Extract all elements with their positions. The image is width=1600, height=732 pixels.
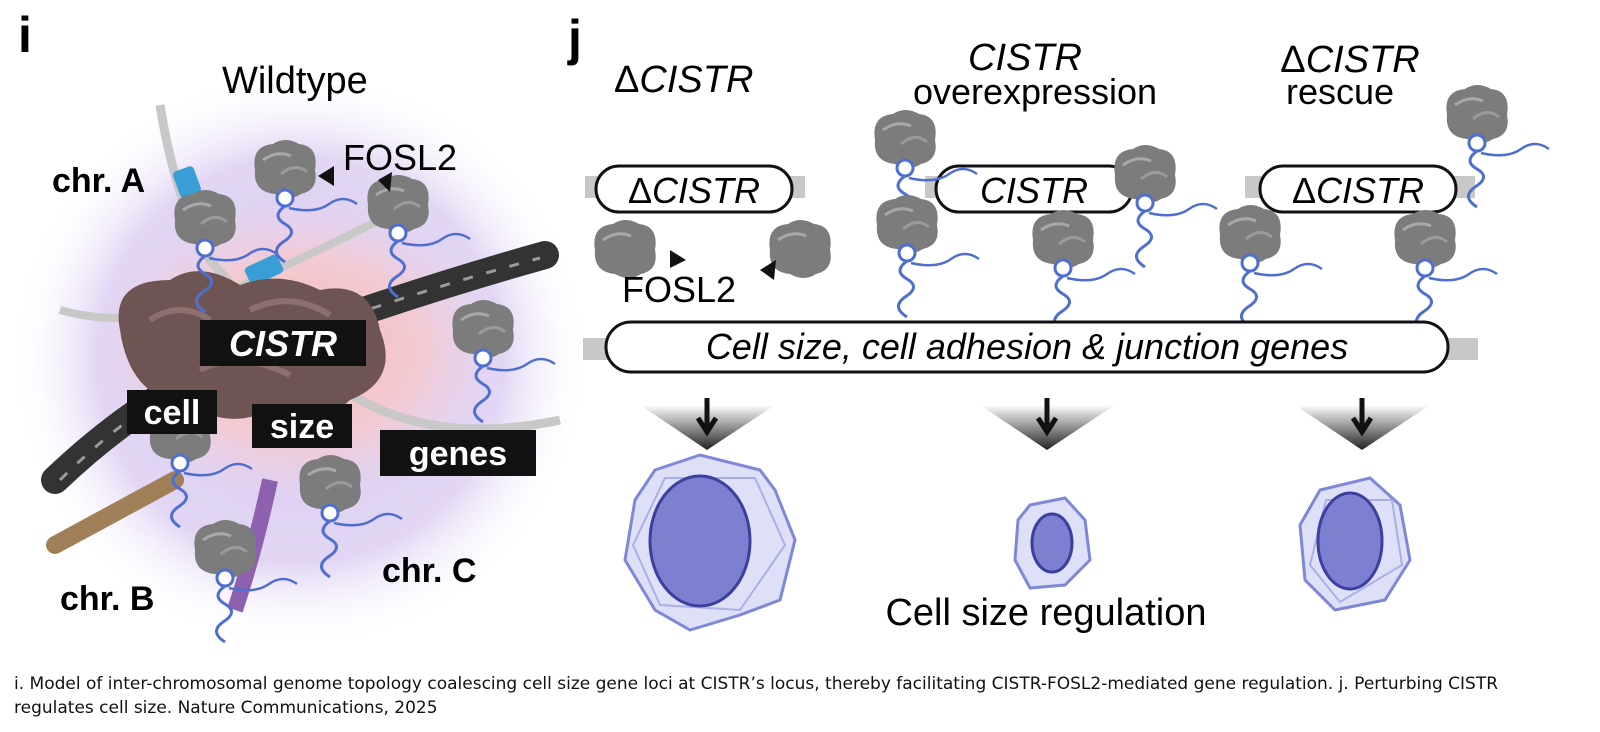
figure-caption: i. Model of inter-chromosomal genome top… [14, 672, 1584, 720]
down-arrow-icon [640, 398, 775, 450]
panel-i-letter: i [18, 7, 32, 63]
protein-icon [1392, 208, 1499, 334]
genes-bar [604, 320, 1450, 374]
protein-icon [1112, 143, 1219, 269]
gene-label-cell: cell [144, 394, 201, 432]
panel-j-letter: j [567, 10, 582, 66]
down-arrow-icon [1295, 398, 1430, 450]
condition-title: CISTR [968, 37, 1082, 79]
cistr-label: CISTR [229, 323, 337, 364]
locus-pill [1258, 164, 1458, 214]
down-arrow-icon [980, 398, 1115, 450]
cistr-label-box [200, 320, 366, 366]
fosl2-label-j: FOSL2 [622, 269, 736, 310]
small-cell-icon [1013, 496, 1092, 590]
condition-subtitle: rescue [1286, 71, 1394, 112]
panel-i: i Wildtype FOSL2 chr. A ch [10, 7, 590, 650]
locus-pill [594, 164, 794, 214]
gene-label-box [252, 404, 352, 448]
locus-label: ΔCISTR [628, 170, 760, 211]
cell-size-regulation-label: Cell size regulation [885, 592, 1206, 634]
gene-label-size: size [270, 408, 334, 446]
wildtype-title: Wildtype [222, 60, 368, 102]
gene-label-genes: genes [409, 435, 507, 473]
medium-cell-icon [1298, 476, 1412, 612]
gene-label-box [380, 430, 536, 476]
gene-label-box [127, 390, 217, 434]
fosl2-pointer-icon [760, 260, 776, 280]
figure: i Wildtype FOSL2 chr. A ch [10, 7, 1551, 650]
condition-title: ΔCISTR [1280, 39, 1419, 81]
chr-c-label: chr. C [382, 552, 476, 590]
locus-label: ΔCISTR [1292, 170, 1424, 211]
fosl2-pointer-icon [670, 250, 686, 268]
fosl2-pointer-icon [378, 172, 392, 192]
protein-icon [1217, 203, 1324, 329]
fosl2-pointer-icon [318, 166, 334, 186]
condition-subtitle: overexpression [913, 71, 1157, 112]
chr-b-label: chr. B [60, 580, 154, 618]
locus-label: CISTR [980, 170, 1088, 211]
protein-icon [1030, 208, 1137, 334]
caption-line-2: regulates cell size. Nature Communicatio… [14, 698, 438, 718]
genes-bar-label: Cell size, cell adhesion & junction gene… [706, 326, 1348, 367]
large-cell-icon [623, 453, 797, 632]
caption-line-1: i. Model of inter-chromosomal genome top… [14, 674, 1499, 694]
panel-j: j ΔCISTR CISTR overexpression ΔCISTR res… [567, 10, 1551, 634]
chr-a-label: chr. A [52, 162, 145, 200]
fosl2-label: FOSL2 [343, 137, 457, 178]
condition-title: ΔCISTR [614, 59, 753, 101]
fosl2-protein-icon [767, 218, 833, 280]
